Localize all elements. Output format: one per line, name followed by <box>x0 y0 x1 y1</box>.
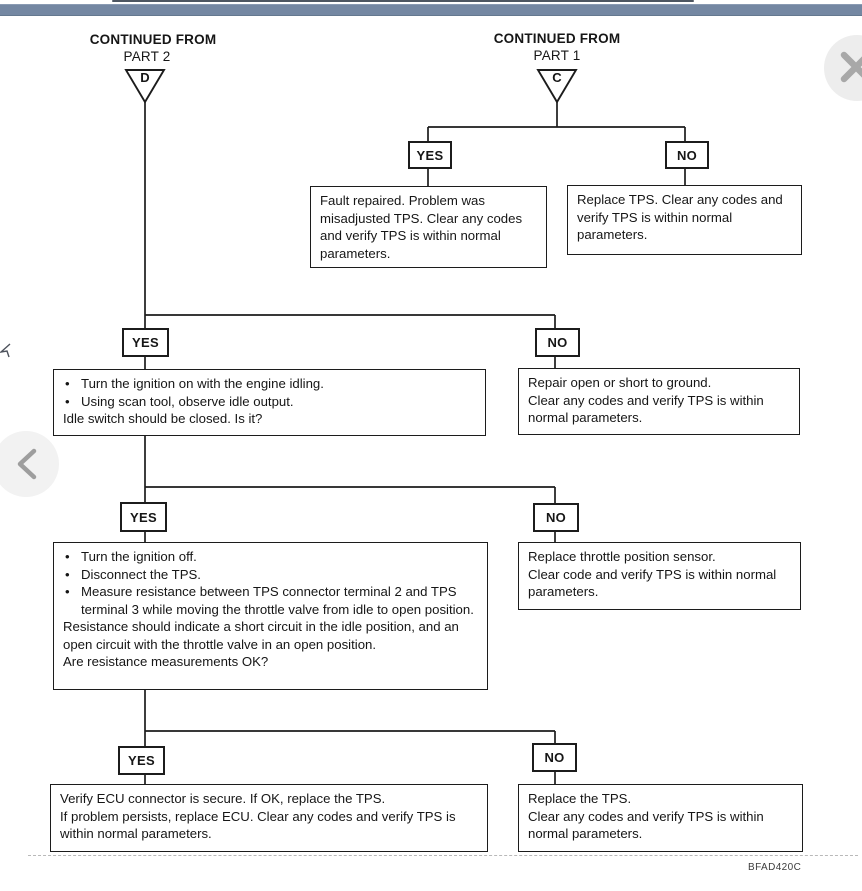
step-text: Turn the ignition off. <box>81 549 197 564</box>
tier2-no-result-box: Repair open or short to ground. Clear an… <box>518 368 800 435</box>
cursor-artifact <box>0 343 11 358</box>
step-line: • Using scan tool, observe idle output. <box>63 393 476 411</box>
bullet-marker: • <box>65 566 70 582</box>
result-text: If problem persists, replace ECU. Clear … <box>60 808 456 842</box>
step-line: • Disconnect the TPS. <box>63 566 478 584</box>
bullet-marker: • <box>65 393 70 409</box>
page-break-line <box>28 855 858 856</box>
question-text: Are resistance measurements OK? <box>63 654 269 669</box>
note-text: Resistance should indicate a short circu… <box>63 619 459 652</box>
step-text: Turn the ignition on with the engine idl… <box>81 376 324 391</box>
step-line: • Turn the ignition off. <box>63 548 478 566</box>
step-text: Using scan tool, observe idle output. <box>81 393 294 409</box>
toolbar-bottom-edge <box>112 0 694 2</box>
tier2-yes-label: YES <box>122 328 169 357</box>
continued-from-part2-label: CONTINUED FROM <box>89 32 217 47</box>
step-text: Disconnect the TPS. <box>81 566 201 582</box>
tier4-yes-label: YES <box>118 746 165 775</box>
bullet-marker: • <box>65 549 70 564</box>
tier3-step-box: • Turn the ignition off. • Disconnect th… <box>53 542 488 690</box>
chevron-left-icon <box>17 448 37 480</box>
step-line: • Measure resistance between TPS connect… <box>63 583 478 618</box>
c-branch-no-result-box: Replace TPS. Clear any codes and verify … <box>567 185 802 255</box>
bullet-marker: • <box>65 584 70 599</box>
tier4-no-result-box: Replace the TPS. Clear any codes and ver… <box>518 784 803 852</box>
step-text: Measure resistance between TPS connector… <box>81 584 474 617</box>
connector-letter-d: D <box>140 70 150 85</box>
tier4-yes-result-box: Verify ECU connector is secure. If OK, r… <box>50 784 488 852</box>
tier2-no-label: NO <box>535 328 580 357</box>
connector-triangle-c <box>536 69 578 104</box>
window-divider-bar <box>0 4 862 16</box>
connector-triangle-d <box>124 69 166 104</box>
bullet-marker: • <box>65 376 70 391</box>
result-text: Repair open or short to ground. <box>528 375 712 390</box>
question-text: Idle switch should be closed. Is it? <box>63 411 263 426</box>
c-branch-yes-result-box: Fault repaired. Problem was misadjusted … <box>310 186 547 268</box>
result-text: Replace throttle position sensor. <box>528 549 716 564</box>
tier4-no-label: NO <box>532 743 577 772</box>
part2-label: PART 2 <box>123 49 171 64</box>
close-button[interactable] <box>824 35 862 101</box>
result-text: Clear any codes and verify TPS is within… <box>528 808 764 842</box>
c-branch-yes-label: YES <box>408 141 452 169</box>
tier3-yes-label: YES <box>120 502 167 532</box>
figure-code: BFAD420C <box>748 862 802 873</box>
result-text: Replace TPS. Clear any codes and verify … <box>577 192 783 242</box>
result-text: Verify ECU connector is secure. If OK, r… <box>60 791 386 806</box>
tier3-no-result-box: Replace throttle position sensor. Clear … <box>518 542 801 610</box>
step-line: • Turn the ignition on with the engine i… <box>63 375 476 393</box>
result-text: Fault repaired. Problem was misadjusted … <box>320 193 523 261</box>
result-text: Replace the TPS. <box>528 791 632 806</box>
part1-label: PART 1 <box>533 48 581 63</box>
result-text: Clear code and verify TPS is within norm… <box>528 566 777 600</box>
c-branch-no-label: NO <box>665 141 709 169</box>
close-icon <box>840 51 862 83</box>
result-text: Clear any codes and verify TPS is within… <box>528 392 764 426</box>
continued-from-part1-label: CONTINUED FROM <box>493 31 621 46</box>
tier2-step-box: • Turn the ignition on with the engine i… <box>53 369 486 436</box>
previous-page-button[interactable] <box>0 431 59 497</box>
tier3-no-label: NO <box>533 503 579 532</box>
connector-letter-c: C <box>552 70 562 85</box>
